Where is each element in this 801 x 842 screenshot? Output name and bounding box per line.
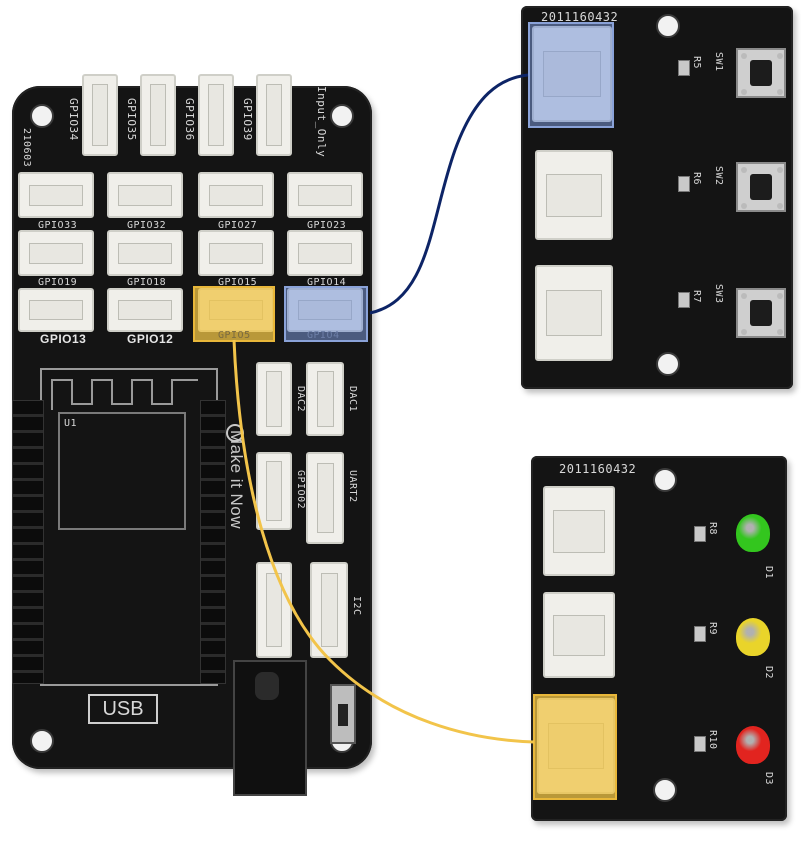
button-board-connector-3[interactable] bbox=[535, 265, 613, 361]
gpio32-label: GPIO32 bbox=[127, 220, 167, 231]
uart2-connector[interactable] bbox=[306, 452, 344, 544]
mount-hole bbox=[30, 729, 54, 753]
u1-label: U1 bbox=[64, 418, 78, 429]
gpio14-connector[interactable] bbox=[287, 230, 363, 276]
button-board-code: 2011160432 bbox=[541, 10, 619, 24]
r5-resistor bbox=[678, 60, 690, 76]
gpio02-label: GPIO02 bbox=[295, 470, 306, 510]
esp32-chip-outline bbox=[58, 412, 186, 530]
gpio13-label: GPIO13 bbox=[40, 332, 87, 346]
sw2-button[interactable] bbox=[736, 162, 786, 212]
d2-yellow-led bbox=[736, 618, 770, 656]
gpio33-connector[interactable] bbox=[18, 172, 94, 218]
gpio12-connector[interactable] bbox=[107, 288, 183, 332]
gpio15-label: GPIO15 bbox=[218, 277, 258, 288]
r7-label: R7 bbox=[691, 290, 702, 304]
gpio15-connector[interactable] bbox=[198, 230, 274, 276]
gpio36-connector[interactable] bbox=[198, 74, 234, 156]
gpio36-label: GPIO36 bbox=[183, 98, 196, 141]
r10-label: R10 bbox=[707, 730, 718, 750]
gpio35-connector[interactable] bbox=[140, 74, 176, 156]
left-pin-header bbox=[12, 400, 44, 684]
gpio4-label: GPIO4 bbox=[307, 330, 340, 341]
sw2-label: SW2 bbox=[713, 166, 724, 186]
mount-hole bbox=[653, 778, 677, 802]
gpio33-label: GPIO33 bbox=[38, 220, 78, 231]
led-board-code: 2011160432 bbox=[559, 462, 637, 476]
mount-hole bbox=[656, 352, 680, 376]
antenna-trace bbox=[51, 379, 198, 410]
gpio39-connector[interactable] bbox=[256, 74, 292, 156]
button-board-connector-highlight bbox=[528, 22, 614, 128]
uart2-label: UART2 bbox=[347, 470, 358, 503]
sw1-label: SW1 bbox=[713, 52, 724, 72]
sw1-cap bbox=[750, 60, 772, 86]
gpio19-label: GPIO19 bbox=[38, 277, 78, 288]
gpio5-label: GPIO5 bbox=[218, 330, 251, 341]
right-pin-header bbox=[200, 400, 226, 684]
gpio02-connector[interactable] bbox=[256, 452, 292, 530]
r6-label: R6 bbox=[691, 172, 702, 186]
led-board-connector-2[interactable] bbox=[543, 592, 615, 678]
sw3-label: SW3 bbox=[713, 284, 724, 304]
mount-hole bbox=[653, 468, 677, 492]
mount-hole bbox=[30, 104, 54, 128]
r7-resistor bbox=[678, 292, 690, 308]
sw2-cap bbox=[750, 174, 772, 200]
i2c-label: I2C bbox=[351, 596, 362, 616]
gpio18-connector[interactable] bbox=[107, 230, 183, 276]
sw1-button[interactable] bbox=[736, 48, 786, 98]
d1-green-led bbox=[736, 514, 770, 552]
brand-text: Make it Now bbox=[227, 430, 246, 530]
dc-jack-hole bbox=[255, 672, 279, 700]
gpio34-connector[interactable] bbox=[82, 74, 118, 156]
button-board-connector-2[interactable] bbox=[535, 150, 613, 240]
gpio12-label: GPIO12 bbox=[127, 332, 174, 346]
d1-label: D1 bbox=[763, 566, 774, 580]
gpio39-label: GPIO39 bbox=[241, 98, 254, 141]
gpio14-label: GPIO14 bbox=[307, 277, 347, 288]
led-board-connector-1[interactable] bbox=[543, 486, 615, 576]
led-board-connector-highlight bbox=[533, 694, 617, 800]
gpio34-label: GPIO34 bbox=[67, 98, 80, 141]
input-only-label: Input_Only bbox=[315, 86, 328, 158]
gpio18-label: GPIO18 bbox=[127, 277, 167, 288]
gpio13-connector[interactable] bbox=[18, 288, 94, 332]
i2c-connector[interactable] bbox=[310, 562, 348, 658]
r8-resistor bbox=[694, 526, 706, 542]
dac2-label: DAC2 bbox=[295, 386, 306, 413]
gpio-extra-connector[interactable] bbox=[256, 562, 292, 658]
r6-resistor bbox=[678, 176, 690, 192]
gpio27-connector[interactable] bbox=[198, 172, 274, 218]
d2-label: D2 bbox=[763, 666, 774, 680]
gpio35-label: GPIO35 bbox=[125, 98, 138, 141]
r9-label: R9 bbox=[707, 622, 718, 636]
gpio27-label: GPIO27 bbox=[218, 220, 258, 231]
usb-label: USB bbox=[88, 694, 158, 724]
gpio23-label: GPIO23 bbox=[307, 220, 347, 231]
dac2-connector[interactable] bbox=[256, 362, 292, 436]
d3-label: D3 bbox=[763, 772, 774, 786]
r5-label: R5 bbox=[691, 56, 702, 70]
blue-wire bbox=[369, 73, 529, 315]
brand-logo-icon bbox=[226, 424, 244, 442]
sw3-button[interactable] bbox=[736, 288, 786, 338]
power-switch-knob bbox=[338, 704, 348, 726]
d3-red-led bbox=[736, 726, 770, 764]
mount-hole bbox=[656, 14, 680, 38]
dac1-label: DAC1 bbox=[347, 386, 358, 413]
r8-label: R8 bbox=[707, 522, 718, 536]
r10-resistor bbox=[694, 736, 706, 752]
dac1-connector[interactable] bbox=[306, 362, 344, 436]
sw3-cap bbox=[750, 300, 772, 326]
gpio19-connector[interactable] bbox=[18, 230, 94, 276]
r9-resistor bbox=[694, 626, 706, 642]
gpio32-connector[interactable] bbox=[107, 172, 183, 218]
mount-hole bbox=[330, 104, 354, 128]
gpio23-connector[interactable] bbox=[287, 172, 363, 218]
